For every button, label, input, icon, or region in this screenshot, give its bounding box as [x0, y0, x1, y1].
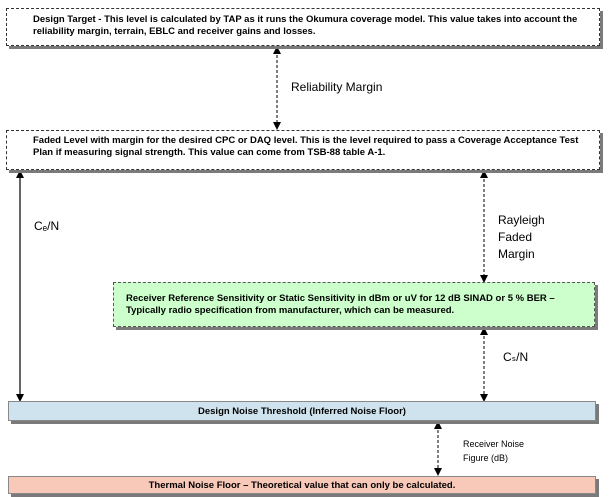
- thermal-noise-floor-box: Thermal Noise Floor – Theoretical value …: [8, 476, 596, 494]
- cs-n-label: Cₛ/N: [503, 350, 529, 364]
- rayleigh-label: Rayleigh: [498, 213, 545, 227]
- reliability-margin-label: Reliability Margin: [291, 80, 383, 94]
- design-target-box: Design Target - This level is calculated…: [6, 8, 600, 46]
- faded-level-box: Faded Level with margin for the desired …: [6, 130, 600, 170]
- design-noise-threshold-box: Design Noise Threshold (Inferred Noise F…: [8, 401, 596, 421]
- cf-n-label: Cₑ/N: [34, 219, 60, 233]
- receiver-sensitivity-box: Receiver Reference Sensitivity or Static…: [113, 282, 595, 327]
- receiver-noise-label: Receiver Noise: [463, 439, 525, 449]
- faded-label: Faded: [498, 230, 533, 244]
- margin-label: Margin: [498, 247, 535, 261]
- figure-db-label: Figure (dB): [463, 453, 509, 463]
